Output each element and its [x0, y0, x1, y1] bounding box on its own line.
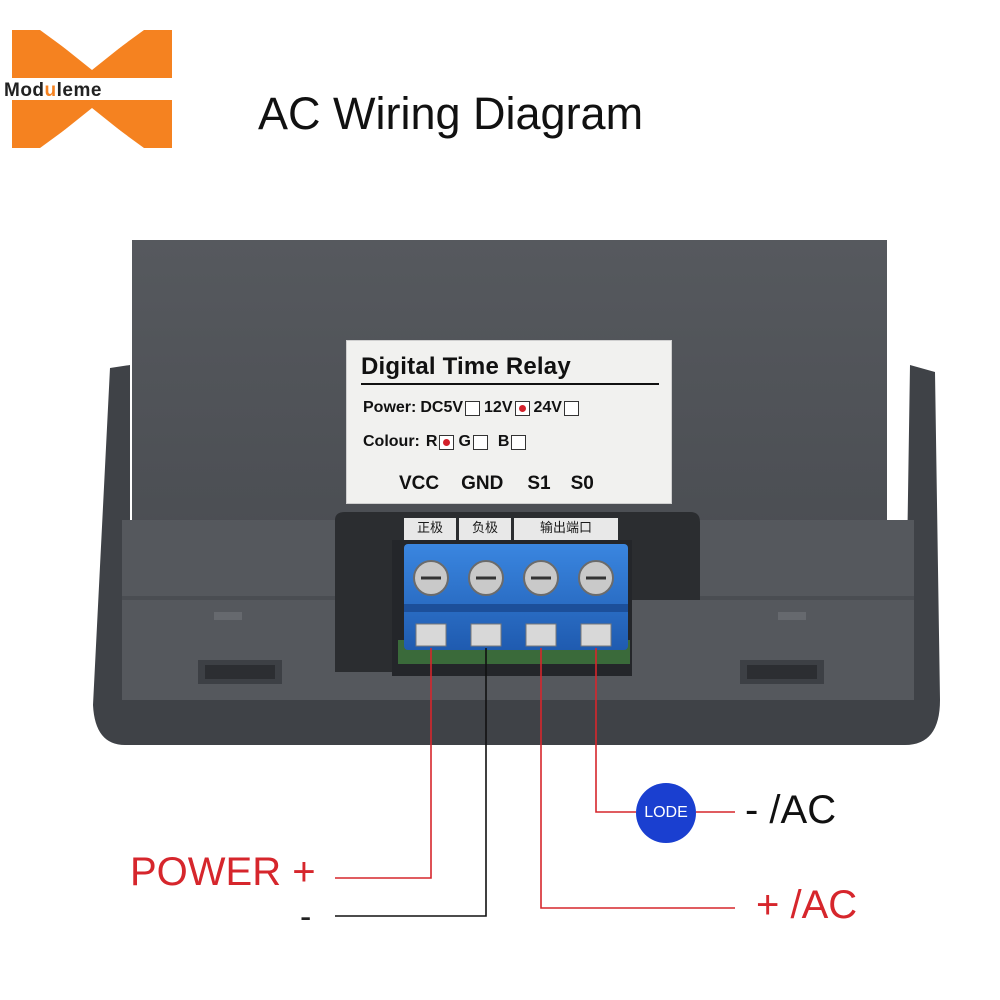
colour-checkbox-r [439, 434, 455, 450]
ac-plus-label: + /AC [756, 883, 858, 927]
power-row: Power: DC5V 12V 24V [363, 399, 583, 417]
pin-label-vcc: VCC [399, 473, 440, 494]
colour-option-g: G [458, 433, 471, 450]
power-option-dc5v: DC5V [420, 399, 464, 416]
logo-text-prefix: Mod [4, 80, 45, 101]
colour-row: Colour: R G B [363, 433, 530, 451]
power-option-12v: 12V [484, 399, 513, 416]
moduleme-logo [12, 30, 172, 148]
pin-labels-row: VCC GND S1 S0 [399, 473, 594, 495]
diagram-title: AC Wiring Diagram [258, 88, 644, 139]
pin-label-s0: S0 [570, 473, 594, 494]
relay-flange [93, 365, 940, 745]
pin-label-gnd: GND [461, 473, 504, 494]
logo-text-highlight: u [44, 80, 57, 101]
power-minus-label: - [300, 898, 312, 936]
power-label: Power: [363, 399, 417, 416]
logo-text-suffix: leme [56, 80, 102, 101]
terminal-block [404, 544, 628, 650]
ac-minus-label: - /AC [745, 788, 837, 832]
load-circle: LODE [636, 783, 696, 843]
wire-s0 [595, 648, 636, 813]
relay-label-sticker: Digital Time Relay Power: DC5V 12V 24V C… [346, 340, 672, 504]
colour-checkbox-g [472, 434, 488, 450]
sticker-underline [361, 383, 659, 385]
sticker-title: Digital Time Relay [361, 353, 571, 380]
wire-vcc [335, 648, 432, 879]
terminal-label-negative: 负极 [459, 518, 511, 540]
colour-checkbox-b [511, 434, 527, 450]
colour-option-b: B [497, 433, 510, 450]
terminal-screws [413, 560, 614, 596]
pin-label-s1: S1 [527, 473, 551, 494]
power-checkbox-dc5v [465, 400, 481, 416]
wire-s1 [540, 648, 735, 909]
power-option-24v: 24V [533, 399, 562, 416]
terminal-slots [415, 623, 612, 647]
logo-wordmark: Moduleme [4, 80, 180, 102]
terminal-label-positive: 正极 [404, 518, 456, 540]
power-checkbox-24v [563, 400, 579, 416]
terminal-label-output: 输出端口 [514, 518, 618, 540]
wiring-lines [335, 648, 735, 917]
colour-label: Colour: [363, 433, 420, 450]
colour-option-r: R [425, 433, 438, 450]
power-checkbox-12v [514, 400, 530, 416]
power-plus-label: POWER + [130, 850, 316, 894]
wire-gnd [335, 648, 487, 917]
